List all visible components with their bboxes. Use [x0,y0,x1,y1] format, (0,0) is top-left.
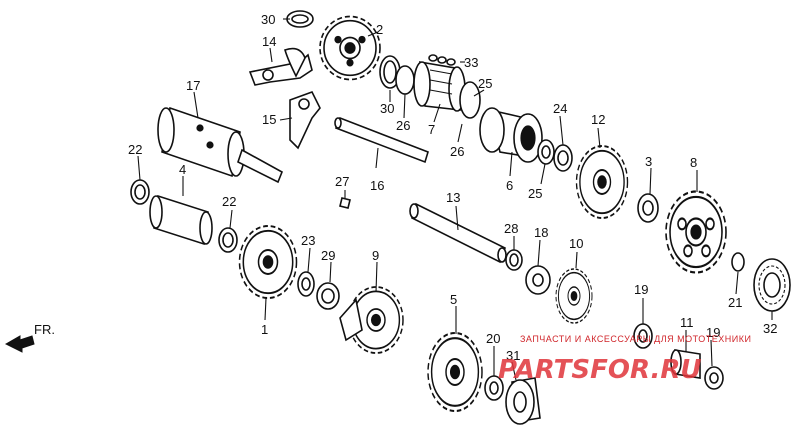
label-20: 20 [486,331,500,346]
label-30-top: 30 [261,12,275,27]
washer-22-upper [130,179,150,205]
label-22-upper: 22 [128,142,142,157]
bush-4 [149,194,213,246]
gear-8 [664,190,728,274]
label-23: 23 [301,233,315,248]
clip-28 [505,249,523,271]
label-9: 9 [372,248,379,263]
shift-drum-17 [157,106,284,184]
watermark-logo: PARTSFOR.RU [498,355,701,385]
label-31: 31 [506,348,520,363]
washer-18 [525,265,551,295]
label-33: 33 [464,55,478,70]
washer-19-lower [704,366,724,390]
label-16: 16 [370,178,384,193]
pins-33 [428,54,456,66]
label-17: 17 [186,78,200,93]
label-15: 15 [262,112,276,127]
label-6: 6 [506,178,513,193]
label-1: 1 [261,322,268,337]
front-direction-indicator: FR. [4,322,55,353]
label-3: 3 [645,154,652,169]
label-14: 14 [262,34,276,49]
gear-2 [319,15,381,81]
washer-3 [637,193,659,223]
washer-26-upper [395,65,415,95]
clip-30-mid [379,55,401,89]
bush-11 [670,349,701,379]
label-13: 13 [446,190,460,205]
washer-24 [553,144,573,172]
leader-lines [137,18,773,381]
label-18: 18 [534,225,548,240]
label-21: 21 [728,295,742,310]
label-22-lower: 22 [222,194,236,209]
shift-fork-15 [289,91,321,150]
label-10: 10 [569,236,583,251]
clip-30-top [286,10,314,28]
shift-fork-14 [248,47,313,86]
hub-6 [479,107,543,163]
label-25-upper: 25 [478,76,492,91]
watermark-caption: ЗАПЧАСТИ И АКСЕССУАРЫ ДЛЯ МОТОТЕХНИКИ [520,334,751,344]
washer-20 [484,375,504,401]
label-19-upper: 19 [634,282,648,297]
label-11: 11 [680,315,694,330]
label-26-lower: 26 [450,144,464,159]
drum-7 [413,61,466,112]
gear-1 [238,225,298,299]
washer-23 [297,271,315,297]
label-24: 24 [553,101,567,116]
pin-27 [339,197,351,209]
label-2: 2 [376,22,383,37]
washer-21 [731,252,745,272]
gear-9 [339,286,404,354]
label-28: 28 [504,221,518,236]
label-12: 12 [591,112,605,127]
label-5: 5 [450,292,457,307]
label-26-upper: 26 [396,118,410,133]
label-27: 27 [335,174,349,189]
washer-22-lower [218,227,238,253]
bearing-32 [753,258,791,312]
label-4: 4 [179,162,186,177]
clip-29 [316,282,340,310]
label-32: 32 [763,321,777,336]
bearing-31 [505,377,541,425]
label-29: 29 [321,248,335,263]
shaft-13 [409,202,507,264]
arrow-left-icon [4,335,35,353]
fork-shaft-16 [334,116,429,164]
gear-5 [426,331,484,413]
label-19-lower: 19 [706,325,720,340]
label-7: 7 [428,122,435,137]
direction-label: FR. [34,322,55,337]
watermark: ЗАПЧАСТИ И АКСЕССУАРЫ ДЛЯ МОТОТЕХНИКИ PA… [498,334,751,385]
washer-25-lower [537,139,555,165]
gear-12 [575,145,629,219]
callout-labels: 30 2 14 33 17 15 30 26 7 25 24 12 22 4 2… [128,12,777,363]
gear-10 [555,268,593,324]
ring-25-upper [459,81,481,119]
label-8: 8 [690,155,697,170]
label-30-mid: 30 [380,101,394,116]
label-25-lower: 25 [528,186,542,201]
